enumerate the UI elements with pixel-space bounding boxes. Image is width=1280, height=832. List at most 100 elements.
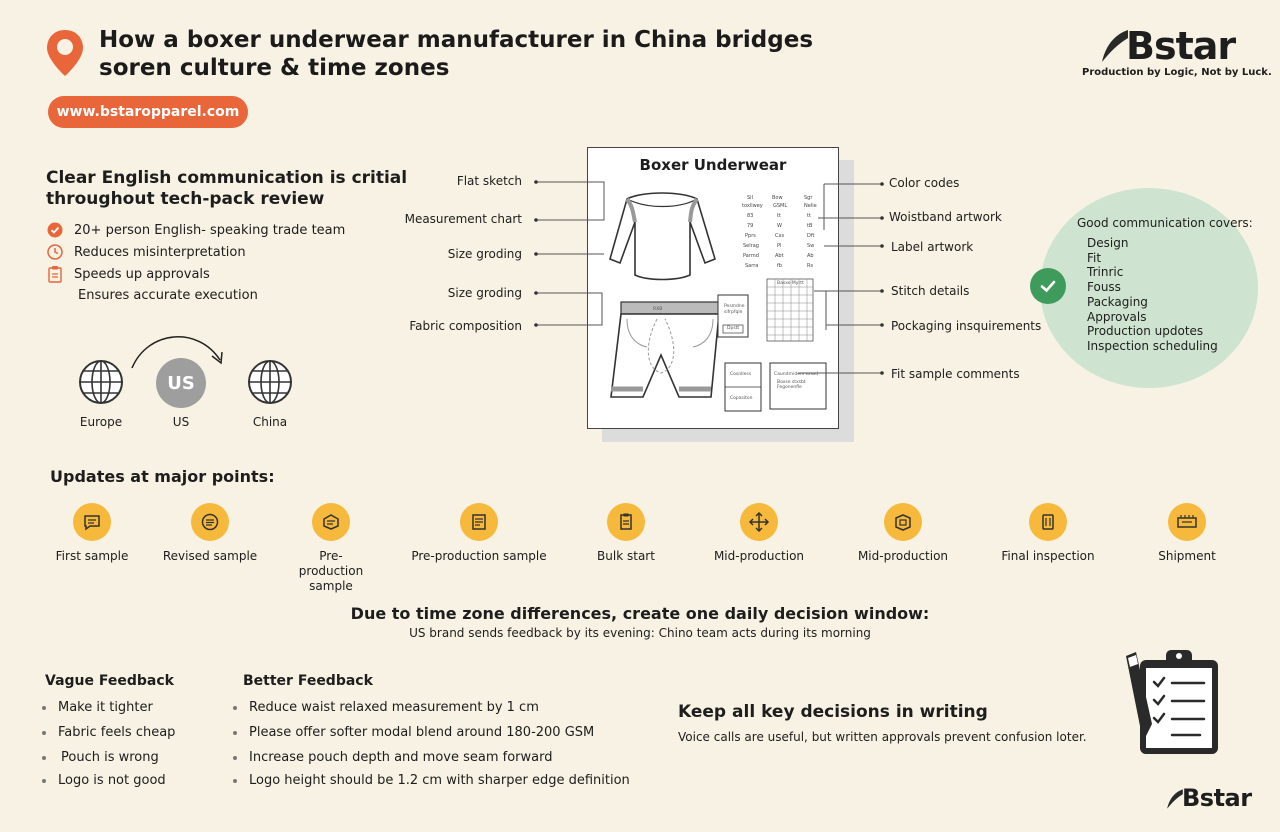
bullet-item: Ensures accurate execution xyxy=(78,288,258,303)
list-item: Logo height should be 1.2 cm with sharpe… xyxy=(233,773,630,788)
list-item: Fouss xyxy=(1087,280,1121,295)
svg-text:Rs: Rs xyxy=(807,263,813,269)
label-label-artwork: Label artwork xyxy=(891,240,974,254)
svg-text:Bow: Bow xyxy=(772,195,783,201)
list-item: Packaging xyxy=(1087,294,1148,309)
step-first-sample: First sample xyxy=(17,503,167,564)
bullet-text: Ensures accurate execution xyxy=(78,288,258,303)
step-label: Mid-production xyxy=(713,549,805,563)
svg-text:W: W xyxy=(777,223,782,229)
better-feedback-title: Better Feedback xyxy=(243,673,373,689)
step-label: Revised sample xyxy=(162,549,258,563)
timezone-title: Due to time zone differences, create one… xyxy=(350,604,930,623)
step-mid-production: Mid-production xyxy=(684,503,834,564)
bullet-text: 20+ person English- speaking trade team xyxy=(74,222,346,238)
svg-text:Cxs: Cxs xyxy=(775,233,784,239)
svg-text:Selrag: Selrag xyxy=(743,243,759,249)
list-item: Fit xyxy=(1087,250,1102,265)
bullet-item: Reduces misinterpretation xyxy=(46,243,246,261)
swoosh-icon xyxy=(1167,789,1183,809)
svg-text:Sarra: Sarra xyxy=(745,263,758,269)
svg-text:Sgr: Sgr xyxy=(804,195,813,201)
svg-text:Parmd: Parmd xyxy=(743,253,759,259)
footer-brand-logo: Bstar xyxy=(1166,784,1256,814)
step-bulk-start: Bulk start xyxy=(551,503,701,564)
svg-text:Basxe Myrtt: Basxe Myrtt xyxy=(777,280,804,286)
svg-text:Dft: Dft xyxy=(807,233,815,239)
step-revised-sample: Revised sample xyxy=(135,503,285,564)
right-connectors xyxy=(798,182,884,375)
step-final-inspection: Final inspection xyxy=(973,503,1123,564)
list-item: Fabric feels cheap xyxy=(42,725,175,740)
left-connectors xyxy=(534,180,605,327)
updates-title: Updates at major points: xyxy=(50,467,275,486)
curved-arrow xyxy=(131,336,223,369)
vague-feedback-title: Vague Feedback xyxy=(45,673,174,689)
bullet-text: Speeds up approvals xyxy=(74,266,210,282)
step-shipment: Shipment xyxy=(1112,503,1262,564)
clipboard-icon xyxy=(1029,503,1067,541)
arrows-icon xyxy=(740,503,778,541)
region-label-china: China xyxy=(252,415,288,429)
svg-text:GSML: GSML xyxy=(773,203,787,209)
svg-text:Pesmdne: Pesmdne xyxy=(724,303,745,309)
list-item: Please offer softer modal blend around 1… xyxy=(233,725,594,740)
writing-title: Keep all key decisions in writing xyxy=(678,702,988,722)
label-size-grading: Size groding xyxy=(447,247,522,261)
step-pre-production-sample-2: Pre-production sample xyxy=(404,503,554,564)
svg-text:Ab: Ab xyxy=(807,253,814,259)
swoosh-icon xyxy=(1102,30,1128,62)
step-label: Bulk start xyxy=(597,549,655,563)
bullet-item: Speeds up approvals xyxy=(46,265,210,283)
svg-text:sifrpfqle: sifrpfqle xyxy=(724,309,743,315)
check-circle-icon xyxy=(46,221,64,239)
website-url-button[interactable]: www.bstaropparel.com xyxy=(48,96,248,128)
step-label: Final inspection xyxy=(1001,549,1095,563)
svg-text:Copasiton: Copasiton xyxy=(730,395,753,401)
step-mid-production-2: Mid-production xyxy=(828,503,978,564)
good-communication-title: Good communication covers: xyxy=(1077,216,1253,230)
step-label: Mid-production xyxy=(857,549,949,563)
checklist-icon xyxy=(460,503,498,541)
svg-text:Boxse stxsbt: Boxse stxsbt xyxy=(777,379,806,385)
techpack-title: Boxer Underwear xyxy=(639,156,787,174)
us-badge: US xyxy=(156,358,206,408)
clipboard-icon xyxy=(46,265,64,283)
box-icon xyxy=(312,503,350,541)
list-icon xyxy=(191,503,229,541)
list-item: Increase pouch depth and move seam forwa… xyxy=(233,750,553,765)
svg-text:tB: tB xyxy=(807,223,813,229)
label-size-grading-2: Size groding xyxy=(447,286,522,300)
good-communication-list: Design Fit Trinric Fouss Packaging Appro… xyxy=(1087,236,1218,354)
step-label: Pre-production sample xyxy=(298,549,364,593)
brand-name: Bstar xyxy=(1182,784,1252,812)
list-item: Logo is not good xyxy=(42,773,166,788)
step-pre-production-sample: Pre-production sample xyxy=(256,503,406,594)
label-fabric-composition: Fabric composition xyxy=(409,319,522,333)
step-label: Shipment xyxy=(1158,549,1216,563)
svg-text:Nelie: Nelie xyxy=(804,203,817,209)
globe-icon-europe xyxy=(79,360,123,404)
region-label-us: US xyxy=(172,415,190,429)
svg-text:Cosnlless: Cosnlless xyxy=(730,371,752,377)
brand-name: Bstar xyxy=(1126,24,1236,68)
list-item: Approvals xyxy=(1087,309,1147,324)
brand-tagline: Production by Logic, Not by Luck. xyxy=(1082,67,1272,78)
svg-text:Sil: Sil xyxy=(747,195,753,201)
brand-logo: Bstar xyxy=(1098,24,1258,68)
list-item: Make it tighter xyxy=(42,700,153,715)
location-pin-icon xyxy=(47,30,83,76)
svg-text:Caundrniders sxssd: Caundrniders sxssd xyxy=(774,371,818,377)
svg-text:Fegonenfle: Fegonenfle xyxy=(777,384,802,390)
list-item: Production updotes xyxy=(1087,324,1204,339)
svg-text:Pl: Pl xyxy=(777,243,781,249)
svg-text:toxllwey: toxllwey xyxy=(742,203,763,209)
label-color-codes: Color codes xyxy=(889,176,960,190)
svg-text:tt: tt xyxy=(777,213,781,219)
clock-icon xyxy=(46,243,64,261)
page-title: How a boxer underwear manufacturer in Ch… xyxy=(99,27,814,81)
label-packaging-requirements: Pockaging insquirements xyxy=(891,319,1042,333)
step-label: First sample xyxy=(55,549,129,563)
label-stitch-details: Stitch details xyxy=(891,284,970,298)
